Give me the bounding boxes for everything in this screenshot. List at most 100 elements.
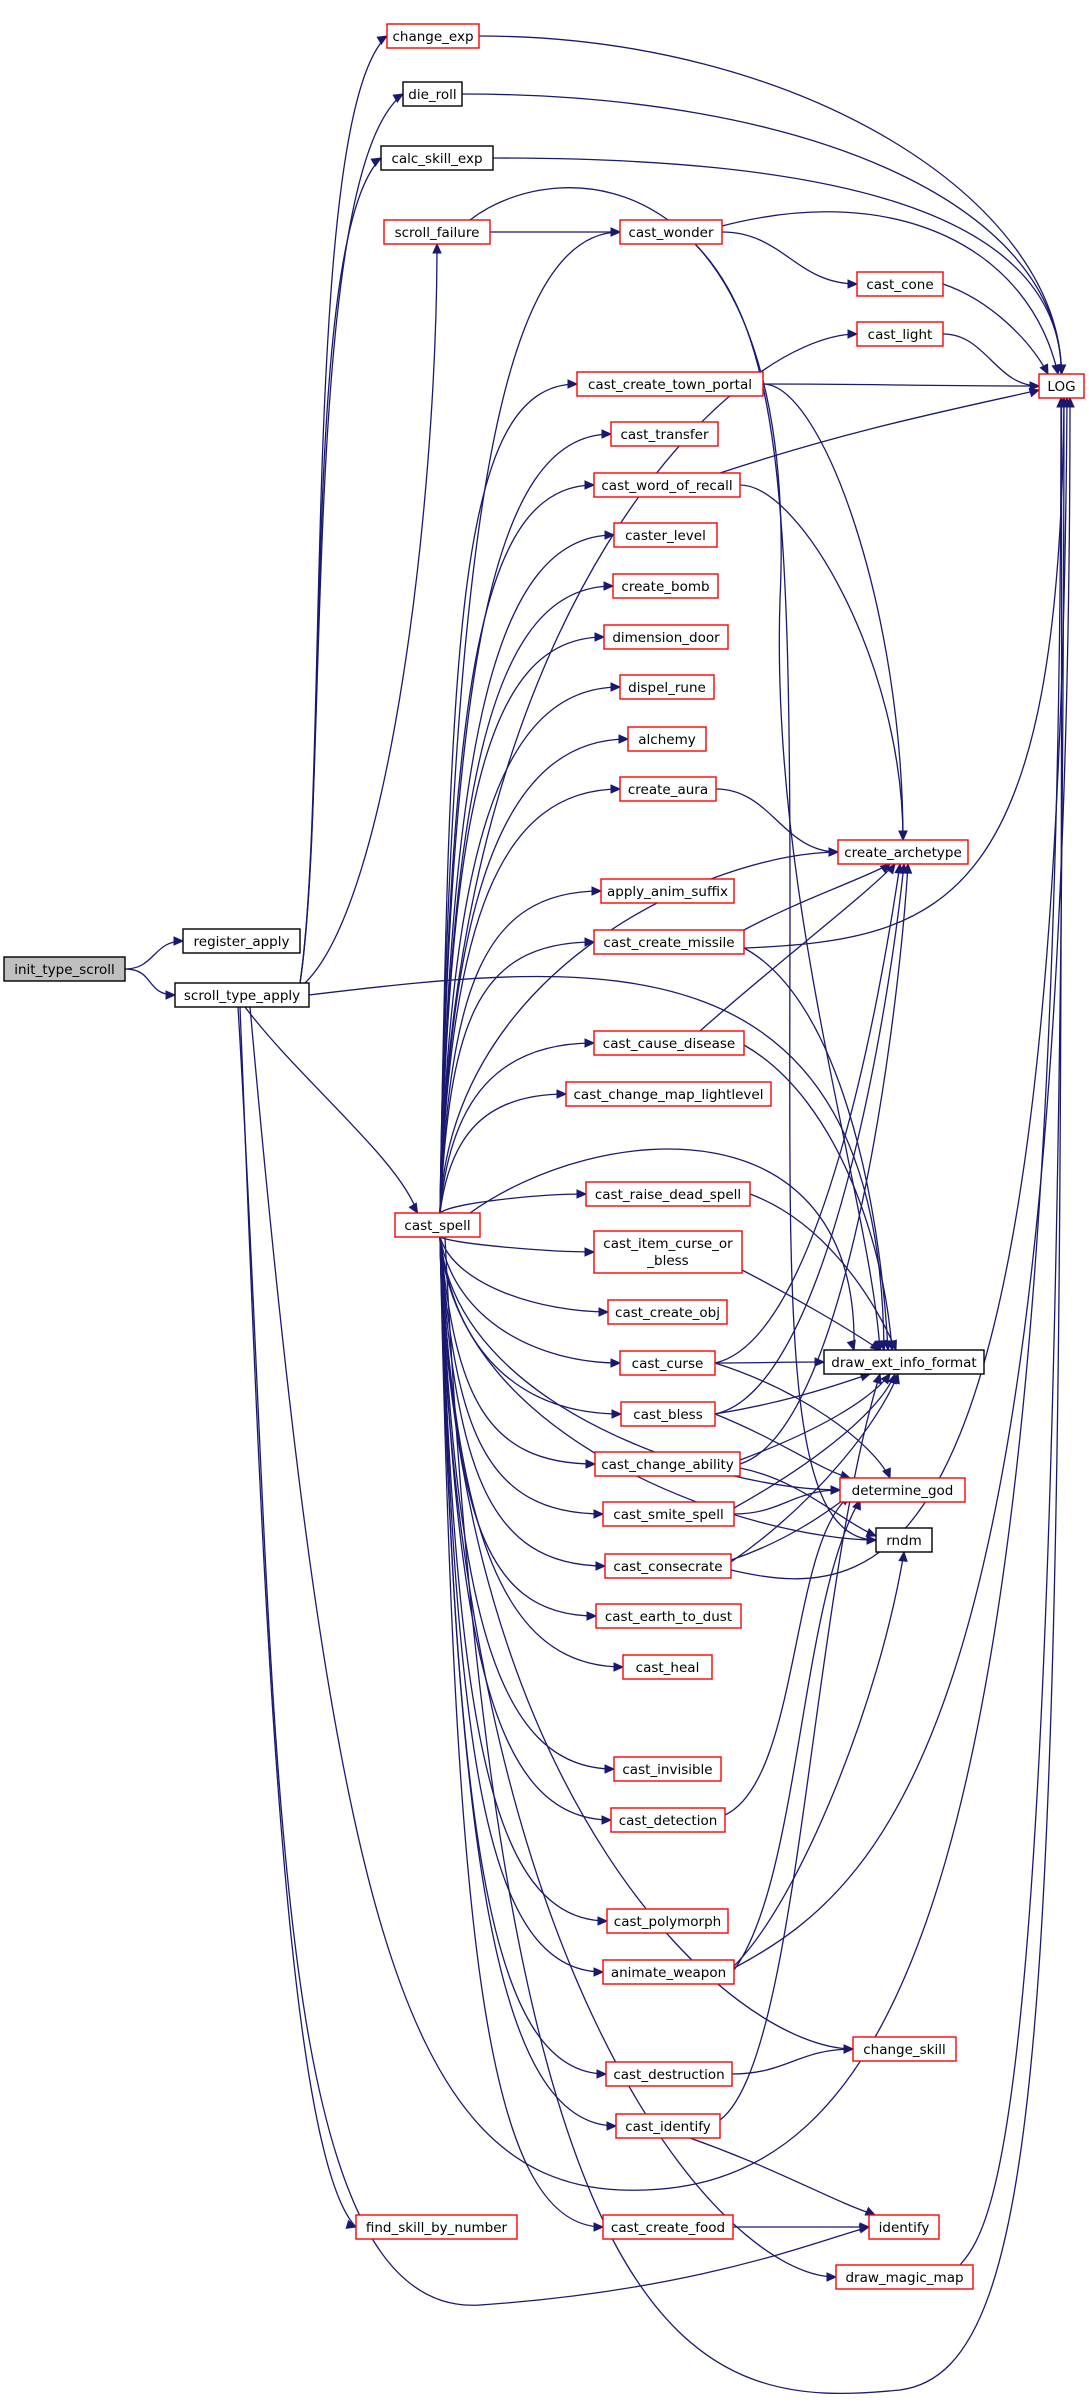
node-label: draw_ext_info_format [831,1355,976,1371]
node-cast-create-missile[interactable]: cast_create_missile [593,929,745,955]
edge-cast_spell-to-LOG [444,397,1063,2395]
node-cast-cone[interactable]: cast_cone [856,271,944,297]
node-label: LOG [1047,379,1075,395]
node-cast-identify[interactable]: cast_identify [615,2113,721,2139]
node-box [619,1350,716,1376]
node-box [383,219,491,245]
node-cast-raise-dead-spell[interactable]: cast_raise_dead_spell [585,1181,751,1207]
node-caster-level[interactable]: caster_level [613,522,718,548]
node-cast-item-curse-or-bless[interactable]: cast_item_curse_or_bless [593,1230,743,1274]
edge-cast_wonder-to-rndm [694,243,877,1541]
node-cast-word-of-recall[interactable]: cast_word_of_recall [593,472,741,498]
node-label: cast_change_map_lightlevel [574,1087,764,1103]
node-dimension-door[interactable]: dimension_door [603,624,729,650]
node-cast-transfer[interactable]: cast_transfer [610,421,719,447]
node-box [615,2113,721,2139]
node-cast-cause-disease[interactable]: cast_cause_disease [593,1030,745,1056]
edge-cast_spell-to-alchemy [439,738,629,1214]
node-label: determine_god [852,1483,954,1499]
node-label: dimension_door [612,630,720,646]
node-cast-light[interactable]: cast_light [856,321,944,347]
node-cast-consecrate[interactable]: cast_consecrate [604,1553,732,1579]
node-create-aura[interactable]: create_aura [619,776,717,802]
edge-cast_create_missile-to-draw_ext_info_format [743,947,889,1351]
node-label: apply_anim_suffix [607,884,728,900]
node-cast-change-ability[interactable]: cast_change_ability [594,1451,741,1477]
node-dispel-rune[interactable]: dispel_rune [619,674,715,700]
node-change-skill[interactable]: change_skill [852,2036,957,2062]
edge-cast_cone-to-LOG [942,283,1049,375]
node-label: init_type_scroll [14,962,114,978]
arrowhead-cast_spell-to-create_archetype [828,847,840,857]
node-apply-anim-suffix[interactable]: apply_anim_suffix [600,878,735,904]
arrowhead-cast_wonder-to-LOG [1051,363,1061,376]
edge-cast_spell-to-cast_create_missile [439,941,595,1214]
node-cast-bless[interactable]: cast_bless [620,1401,716,1427]
node-cast-curse[interactable]: cast_curse [619,1350,716,1376]
edge-cast_wonder-to-cast_cone [721,231,858,285]
node-label: cast_change_ability [601,1457,734,1473]
node-cast-spell[interactable]: cast_spell [394,1212,481,1238]
node-cast-polymorph[interactable]: cast_polymorph [606,1908,729,1934]
arrowhead-scroll_type_apply-to-find_skill_by_number [345,2219,358,2229]
node-cast-create-town-portal[interactable]: cast_create_town_portal [576,371,764,397]
node-cast-create-food[interactable]: cast_create_food [602,2214,734,2240]
node-draw-magic-map[interactable]: draw_magic_map [835,2264,974,2290]
edge-cast_curse-to-draw_ext_info_format [714,1361,825,1364]
node-init-type-scroll: init_type_scroll [3,956,126,982]
node-box [602,1501,735,1527]
edge-cast_curse-to-determine_god [714,1362,891,1479]
edge-cast_consecrate-to-LOG [730,397,1068,1580]
node-label: create_aura [628,782,708,798]
edge-cast_spell-to-create_aura [439,788,621,1214]
node-box [594,1451,741,1477]
arrowhead-cast_change_ability-to-draw_ext_info_format [880,1373,891,1385]
arrowhead-scroll_type_apply-to-scroll_failure [432,242,442,254]
node-cast-change-map-lightlevel[interactable]: cast_change_map_lightlevel [565,1081,772,1107]
edge-scroll_type_apply-to-calc_skill_exp [299,157,382,984]
node-cast-detection[interactable]: cast_detection [610,1807,726,1833]
node-cast-invisible[interactable]: cast_invisible [613,1756,722,1782]
node-box [604,1553,732,1579]
node-cast-earth-to-dust[interactable]: cast_earth_to_dust [595,1603,742,1629]
edge-cast_spell-to-cast_heal [439,1236,624,1668]
node-scroll-failure[interactable]: scroll_failure [383,219,491,245]
node-box [593,1030,745,1056]
arrowhead-cast_curse-to-determine_god [882,1467,891,1480]
edge-cast_light-to-LOG [942,333,1040,387]
edge-cast_spell-to-cast_raise_dead_spell [439,1193,587,1214]
edge-cast_spell-to-cast_item_curse_or_bless [439,1236,595,1253]
node-alchemy[interactable]: alchemy [627,726,707,752]
node-cast-smite-spell[interactable]: cast_smite_spell [602,1501,735,1527]
node-cast-destruction[interactable]: cast_destruction [605,2061,733,2087]
node-change-exp[interactable]: change_exp [386,23,480,49]
node-identify[interactable]: identify [868,2214,940,2240]
edge-cast_create_town_portal-to-create_archetype [762,383,904,841]
node-LOG[interactable]: LOG [1038,373,1085,399]
arrowhead-cast_item_curse_or_bless-to-draw_ext_info_format [869,1340,881,1351]
node-cast-heal[interactable]: cast_heal [622,1654,713,1680]
node-cast-create-obj[interactable]: cast_create_obj [607,1299,728,1325]
arrowhead-cast_spell-to-cast_destruction [596,2069,608,2079]
node-label: cast_item_curse_or [603,1236,733,1252]
edge-cast_wonder-to-LOG [721,211,1059,375]
node-register-apply: register_apply [182,928,301,954]
node-box [3,956,126,982]
arrowhead-cast_spell-to-cast_create_food [593,2222,605,2232]
edge-cast_spell-to-cast_word_of_recall [439,484,595,1214]
edge-scroll_type_apply-to-change_exp [299,35,388,984]
node-box [868,2214,940,2240]
arrowhead-cast_word_of_recall-to-LOG [1028,388,1041,398]
node-animate-weapon[interactable]: animate_weapon [602,1959,735,1985]
arrowhead-cast_change_ability-to-create_archetype [902,862,913,874]
node-create-archetype[interactable]: create_archetype [837,839,969,865]
edge-cast_item_curse_or_bless-to-draw_ext_info_format [741,1269,881,1351]
edge-cast_identify-to-identify [689,2137,876,2216]
edge-cast_smite_spell-to-determine_god [733,1489,841,1515]
node-determine-god[interactable]: determine_god [839,1477,966,1503]
node-find-skill-by-number[interactable]: find_skill_by_number [355,2214,518,2240]
node-cast-wonder[interactable]: cast_wonder [619,219,723,245]
node-box [355,2214,518,2240]
edge-animate_weapon-to-rndm [733,1551,905,1967]
node-create-bomb[interactable]: create_bomb [612,573,719,599]
